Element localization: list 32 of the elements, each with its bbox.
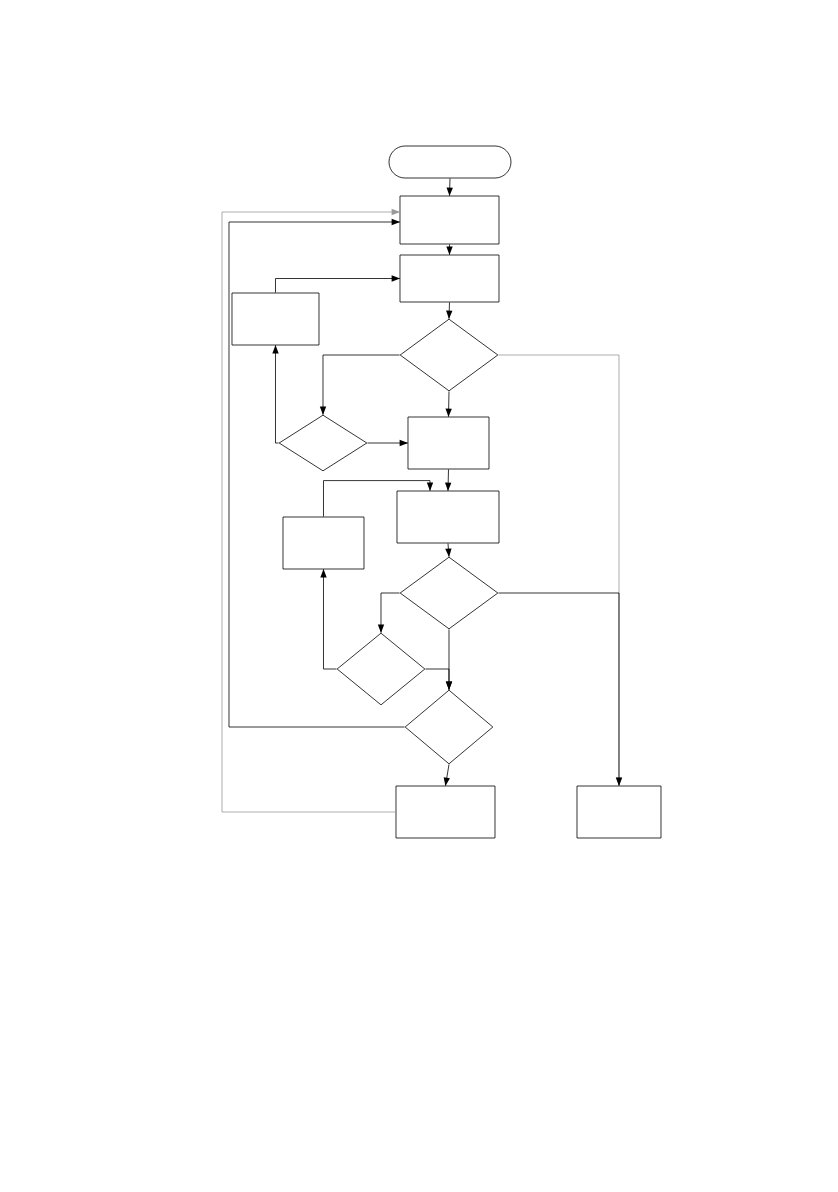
arrow bbox=[323, 480, 434, 517]
arrow bbox=[446, 244, 453, 256]
arrow bbox=[221, 208, 401, 813]
arrow bbox=[443, 764, 450, 787]
process-box bbox=[396, 490, 500, 544]
decision-diamond bbox=[404, 689, 494, 765]
terminal-shape bbox=[388, 145, 512, 179]
arrow bbox=[320, 568, 337, 670]
arrow bbox=[272, 344, 279, 444]
arrow bbox=[446, 302, 453, 320]
process-box bbox=[576, 785, 662, 839]
arrow bbox=[228, 218, 405, 728]
decision-diamond bbox=[399, 556, 499, 630]
process-box bbox=[282, 516, 365, 570]
arrow bbox=[367, 439, 409, 447]
arrow bbox=[275, 275, 401, 293]
arrow bbox=[498, 592, 623, 787]
process-box bbox=[399, 195, 500, 245]
arrow bbox=[445, 469, 452, 492]
process-box bbox=[231, 292, 320, 346]
arrow bbox=[446, 178, 453, 197]
decision-diamond bbox=[399, 318, 499, 392]
process-box bbox=[407, 416, 490, 470]
arrow bbox=[445, 543, 452, 558]
process-box bbox=[395, 785, 496, 839]
arrow bbox=[319, 354, 400, 416]
arrow bbox=[377, 592, 400, 634]
decision-diamond bbox=[278, 414, 368, 472]
arrow bbox=[445, 391, 452, 418]
process-box bbox=[399, 254, 500, 303]
arrow bbox=[425, 668, 453, 691]
decision-diamond bbox=[336, 632, 426, 706]
